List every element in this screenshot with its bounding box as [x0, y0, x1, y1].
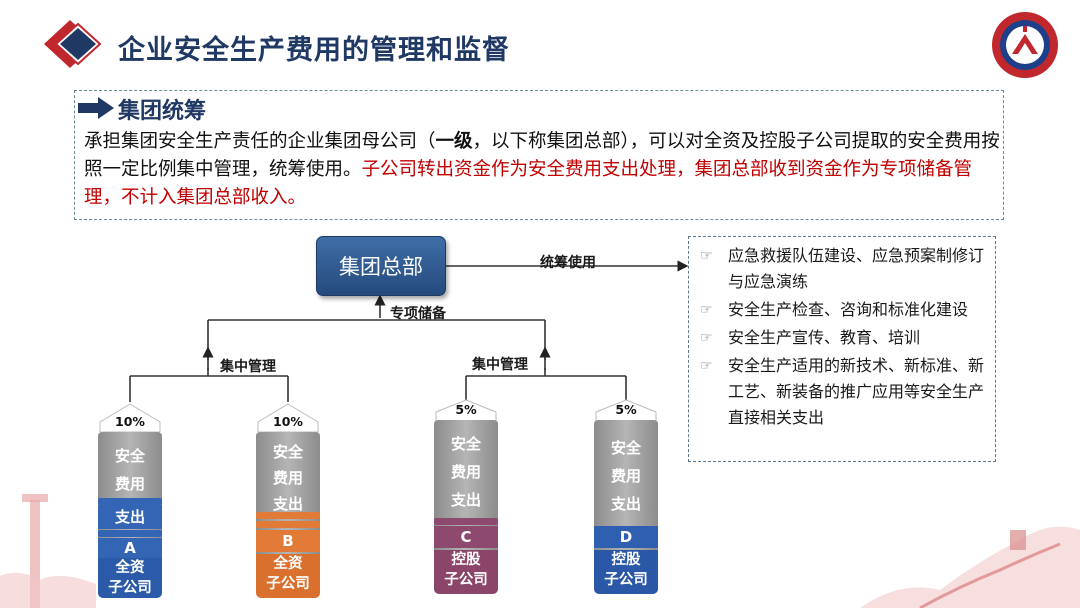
- section-title: 集团统筹: [118, 99, 207, 124]
- subsidiary-letter: B: [256, 530, 320, 552]
- label-pooled-use: 统筹使用: [540, 255, 596, 271]
- subsidiary-type: 全资子公司: [256, 554, 320, 598]
- emergency-management-logo: [992, 12, 1058, 78]
- subsidiary-type: 控股子公司: [594, 550, 658, 594]
- header-diamond-icon: [44, 20, 102, 68]
- column-text-2: 费用: [610, 467, 641, 485]
- great-wall-decoration: [860, 526, 1080, 608]
- up-arrow-icon: [595, 399, 657, 422]
- pointing-hand-icon: ☞: [700, 358, 713, 374]
- pointing-hand-icon: ☞: [700, 248, 713, 264]
- column-text-2: 费用: [450, 463, 481, 481]
- subsidiary-type: 控股子公司: [434, 550, 498, 594]
- foot-line-1: 全资: [115, 560, 145, 576]
- foot-line-1: 控股: [451, 552, 481, 568]
- foot-line-1: 控股: [611, 552, 641, 568]
- usage-text: 安全生产适用的新技术、新标准、新工艺、新装备的推广应用等安全生产直接相关支出: [728, 356, 985, 427]
- label-central-management-right: 集中管理: [472, 357, 528, 373]
- list-item: ☞ 安全生产宣传、教育、培训: [698, 325, 994, 351]
- up-arrow-icon: [257, 403, 319, 432]
- column-text-1: 安全: [114, 447, 145, 465]
- column-text-2: 费用: [114, 475, 145, 493]
- column-text-1: 安全: [272, 443, 303, 461]
- info-box: [74, 90, 1004, 220]
- section-description: 承担集团安全生产责任的企业集团母公司（一级，以下称集团总部），可以对全资及控股子…: [84, 128, 1000, 212]
- subsidiary-letter: A: [98, 538, 162, 558]
- column-text-3: 支出: [450, 491, 481, 509]
- foot-line-2: 子公司: [604, 572, 648, 588]
- column-text-1: 安全: [450, 435, 481, 453]
- subsidiary-type: 全资子公司: [98, 558, 162, 598]
- subsidiary-letter: C: [434, 526, 498, 548]
- allocation-percent: 10%: [273, 414, 303, 429]
- column-text-3: 支出: [98, 505, 162, 529]
- subsidiary-column-b: 10% 安全 费用 支出 B 全资子公司: [256, 402, 320, 598]
- subsidiary-column-a: 10% 安全 费用 支出 A 全资子公司: [98, 402, 162, 598]
- column-text-3: 支出: [610, 495, 641, 513]
- desc-text: 承担集团安全生产责任的企业集团母公司（: [84, 131, 436, 152]
- column-text-3: 支出: [272, 495, 303, 513]
- up-arrow-icon: [99, 403, 161, 432]
- usage-text: 安全生产检查、咨询和标准化建设: [728, 300, 969, 319]
- color-stripe: [98, 498, 162, 505]
- allocation-percent: 10%: [115, 414, 145, 429]
- allocation-percent: 5%: [615, 402, 637, 417]
- subsidiary-letter: D: [594, 526, 658, 548]
- usage-text: 应急救援队伍建设、应急预案制修订与应急演练: [728, 246, 985, 291]
- foot-line-2: 子公司: [266, 576, 310, 592]
- color-stripe: [256, 521, 320, 528]
- column-text-2: 费用: [272, 469, 303, 487]
- usage-text: 安全生产宣传、教育、培训: [728, 328, 921, 347]
- pointing-hand-icon: ☞: [700, 330, 713, 346]
- allocation-percent: 5%: [455, 402, 477, 417]
- page-title: 企业安全生产费用的管理和监督: [118, 35, 510, 66]
- color-stripe: [256, 512, 320, 519]
- list-item: ☞ 应急救援队伍建设、应急预案制修订与应急演练: [698, 243, 994, 295]
- label-central-management-left: 集中管理: [220, 359, 276, 375]
- desc-highlight: 子公司转出资金作为安全费用支出处理，集团总部收到资金作为专项储备管理，不计入集团…: [84, 159, 973, 208]
- list-item: ☞ 安全生产适用的新技术、新标准、新工艺、新装备的推广应用等安全生产直接相关支出: [698, 353, 994, 431]
- usage-list: ☞应急救援队伍建设、应急预案制修订与应急演练 ☞安全生产检查、咨询和标准化建设 …: [698, 243, 994, 433]
- desc-text-2: ，以下称集团总部），可以对全资及控股子公司提取的安全费用按照一定比例集中管理，统…: [84, 131, 1000, 180]
- column-text-1: 安全: [610, 439, 641, 457]
- foot-line-2: 子公司: [108, 580, 152, 596]
- arrow-right-icon: [78, 97, 114, 119]
- foot-line-2: 子公司: [444, 572, 488, 588]
- color-stripe: [434, 518, 498, 525]
- subsidiary-column-c: 5% 安全 费用 支出 C 控股子公司: [434, 398, 498, 598]
- pointing-hand-icon: ☞: [700, 302, 713, 318]
- label-special-reserve: 专项储备: [390, 306, 446, 322]
- up-arrow-icon: [435, 399, 497, 422]
- monument-decoration: [0, 494, 96, 608]
- desc-bold: 一级: [435, 131, 473, 152]
- color-stripe: [98, 530, 162, 537]
- list-item: ☞ 安全生产检查、咨询和标准化建设: [698, 297, 994, 323]
- foot-line-1: 全资: [273, 556, 303, 572]
- group-headquarters-box: 集团总部: [316, 236, 446, 296]
- usage-box: [688, 236, 996, 462]
- subsidiary-column-d: 5% 安全 费用 支出 D 控股子公司: [594, 398, 658, 598]
